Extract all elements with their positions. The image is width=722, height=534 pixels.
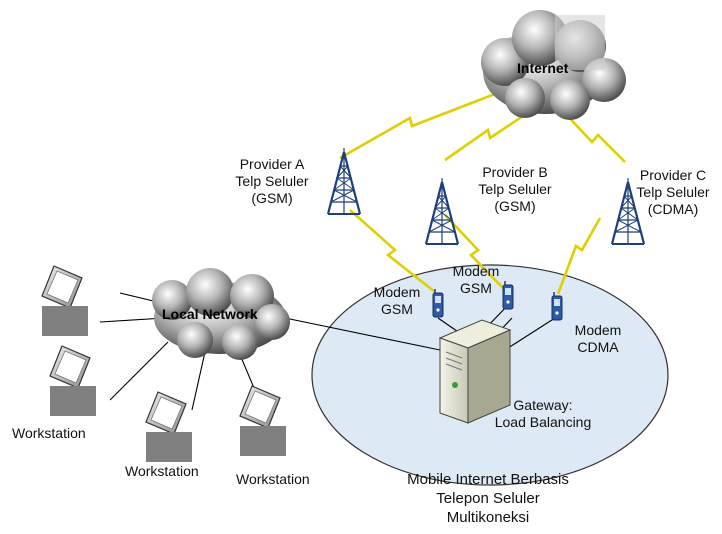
provider-c-name: Provider C (639, 167, 707, 183)
link-provider-a-modem (349, 209, 436, 294)
modem-cdma-line2: CDMA (577, 339, 619, 355)
diagram-caption: Mobile Internet Berbasis Telepon Seluler… (368, 470, 608, 527)
provider-c-tech: (CDMA) (647, 201, 699, 217)
modem-cdma-line1: Modem (574, 322, 622, 338)
workstation-label: Workstation (236, 471, 310, 487)
provider-c-type: Telp Seluler (636, 184, 710, 200)
provider-a-tech: (GSM) (251, 190, 293, 206)
workstation-laptop-icon (41, 265, 89, 337)
gateway-server-icon (438, 319, 512, 424)
gateway-line2: Load Balancing (494, 414, 592, 430)
modem-cdma-label: Modem CDMA (562, 322, 634, 356)
modem-gsm-a-line2: GSM (381, 301, 413, 317)
provider-a-type: Telp Seluler (235, 173, 309, 189)
wireless-links (339, 90, 626, 295)
modem-cdma-icon (551, 291, 563, 321)
tower-provider-a-icon (326, 146, 362, 216)
local-network-label: Local Network (162, 306, 258, 322)
workstation-laptop-icon (145, 391, 193, 463)
caption-line1: Mobile Internet Berbasis (407, 471, 569, 488)
workstation-label: Workstation (125, 463, 199, 479)
internet-label: Internet (517, 60, 569, 76)
provider-b-label: Provider B Telp Seluler (GSM) (465, 164, 565, 215)
modem-gsm-b-label: Modem GSM (444, 263, 508, 297)
gateway-line1: Gateway: (513, 397, 573, 413)
link-provider-c-internet (559, 107, 626, 163)
link-provider-b-internet (444, 108, 533, 162)
workstation-label: Workstation (12, 425, 86, 441)
workstation-laptop-icon (239, 385, 287, 457)
provider-a-name: Provider A (239, 156, 305, 172)
link-provider-a-internet (339, 90, 501, 160)
caption-line2: Telepon Seluler (436, 490, 540, 507)
gateway-label: Gateway: Load Balancing (478, 397, 608, 431)
local-network-cloud-icon (152, 268, 290, 360)
modem-gsm-b-line1: Modem (452, 263, 500, 279)
modem-gsm-a-line1: Modem (373, 284, 421, 300)
provider-c-label: Provider C Telp Seluler (CDMA) (625, 167, 721, 218)
internet-cloud-icon (481, 10, 626, 120)
modem-gsm-a-label: Modem GSM (365, 284, 429, 318)
link-provider-c-modem (556, 217, 602, 295)
workstation-laptop-icon (49, 345, 97, 417)
provider-a-label: Provider A Telp Seluler (GSM) (222, 156, 322, 207)
modem-gsm-a-icon (432, 288, 444, 318)
modem-gsm-b-line2: GSM (460, 280, 492, 296)
provider-b-tech: (GSM) (494, 198, 536, 214)
tower-provider-b-icon (424, 176, 460, 246)
caption-line3: Multikoneksi (446, 509, 530, 526)
link-provider-b-modem (444, 214, 504, 289)
provider-b-name: Provider B (482, 164, 548, 180)
provider-b-type: Telp Seluler (478, 181, 552, 197)
